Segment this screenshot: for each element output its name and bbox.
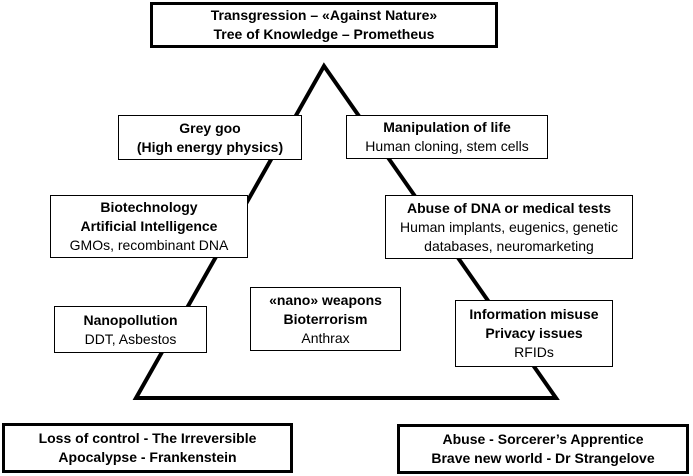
bottom-right-line-1: Abuse - Sorcerer’s Apprentice: [442, 431, 644, 447]
grey-goo-box: Grey goo (High energy physics): [118, 115, 302, 160]
biotech-title: Biotechnology: [100, 199, 198, 215]
nanopollution-title: Nanopollution: [83, 311, 178, 328]
bottom-left-box: Loss of control - The Irreversible Apoca…: [2, 423, 293, 473]
abuse-dna-detail-2: databases, neuromarketing: [424, 237, 594, 254]
abuse-dna-title: Abuse of DNA or medical tests: [406, 199, 612, 216]
top-line-1: Transgression – «Against Nature»: [210, 7, 438, 23]
manipulation-title: Manipulation of life: [383, 119, 511, 135]
manipulation-of-life-box: Manipulation of life Human cloning, stem…: [346, 115, 548, 159]
info-misuse-title: Information misuse: [469, 306, 599, 322]
privacy-title: Privacy issues: [485, 325, 583, 341]
grey-goo-subtitle: (High energy physics): [136, 138, 284, 155]
nanopollution-detail: DDT, Asbestos: [84, 330, 177, 347]
bottom-left-line-1: Loss of control - The Irreversible: [38, 430, 257, 446]
manipulation-detail: Human cloning, stem cells: [365, 138, 529, 154]
nano-weapons-box: «nano» weapons Bioterrorism Anthrax: [250, 287, 401, 351]
bioterrorism-title: Bioterrorism: [283, 310, 368, 327]
biotech-detail: GMOs, recombinant DNA: [69, 237, 229, 253]
nano-weapons-detail: Anthrax: [301, 329, 350, 346]
bottom-left-line-2: Apocalypse - Frankenstein: [58, 449, 237, 465]
information-misuse-box: Information misuse Privacy issues RFIDs: [455, 300, 613, 367]
info-misuse-detail: RFIDs: [514, 344, 554, 360]
bottom-right-line-2: Brave new world - Dr Strangelove: [431, 450, 655, 466]
grey-goo-title: Grey goo: [179, 119, 241, 136]
ai-title: Artificial Intelligence: [80, 218, 218, 234]
abuse-of-dna-box: Abuse of DNA or medical tests Human impl…: [385, 195, 633, 259]
nanopollution-box: Nanopollution DDT, Asbestos: [54, 306, 207, 353]
biotechnology-box: Biotechnology Artificial Intelligence GM…: [50, 195, 248, 258]
nano-weapons-title: «nano» weapons: [269, 291, 382, 308]
top-line-2: Tree of Knowledge – Prometheus: [213, 26, 435, 42]
abuse-dna-detail-1: Human implants, eugenics, genetic: [400, 218, 618, 235]
top-box-transgression: Transgression – «Against Nature» Tree of…: [150, 2, 498, 48]
bottom-right-box: Abuse - Sorcerer’s Apprentice Brave new …: [397, 424, 689, 474]
